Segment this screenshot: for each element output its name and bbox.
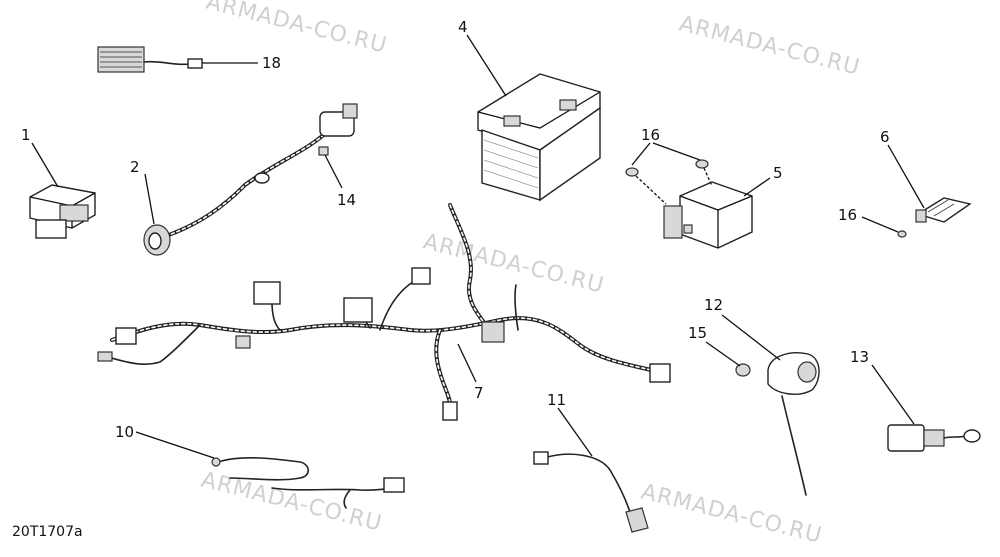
part-2-socket-harness [143,103,358,256]
watermark-2: ARMADA-CO.RU [677,12,863,81]
part-16-screws [625,159,713,205]
callout-15: 15 [688,324,707,342]
watermark-3: ARMADA-CO.RU [421,230,607,299]
part-4-battery [477,73,601,202]
part-14-clip [318,146,329,156]
part-15-nut [735,363,751,377]
part-11-speed-sensor [533,451,649,533]
part-10-sensor-lead [211,457,405,509]
callout-10: 10 [115,423,134,441]
callout-12: 12 [704,296,723,314]
callout-16-fuse: 16 [838,206,857,224]
callout-11: 11 [547,391,566,409]
callout-16-fusebox: 16 [641,126,660,144]
part-6-fuse [915,197,972,223]
part-12-switch [767,352,820,496]
watermark-1: ARMADA-CO.RU [204,0,390,59]
part-5-fuse-box [663,181,753,249]
part-16-screw [897,230,907,238]
watermark-5: ARMADA-CO.RU [639,480,825,549]
part-13-socket [887,424,981,452]
callout-4: 4 [458,18,468,36]
callout-2: 2 [130,158,140,176]
callout-13: 13 [850,348,869,366]
part-1-relay [29,184,96,239]
watermark-4: ARMADA-CO.RU [199,468,385,537]
callout-18: 18 [262,54,281,72]
callout-7: 7 [474,384,484,402]
drawing-code: 20T1707a [12,524,83,540]
callout-14: 14 [337,191,356,209]
part-18-sensor [97,46,258,73]
part-7-main-harness [97,203,671,421]
callout-5: 5 [773,164,783,182]
callout-6: 6 [880,128,890,146]
callout-1: 1 [21,126,31,144]
